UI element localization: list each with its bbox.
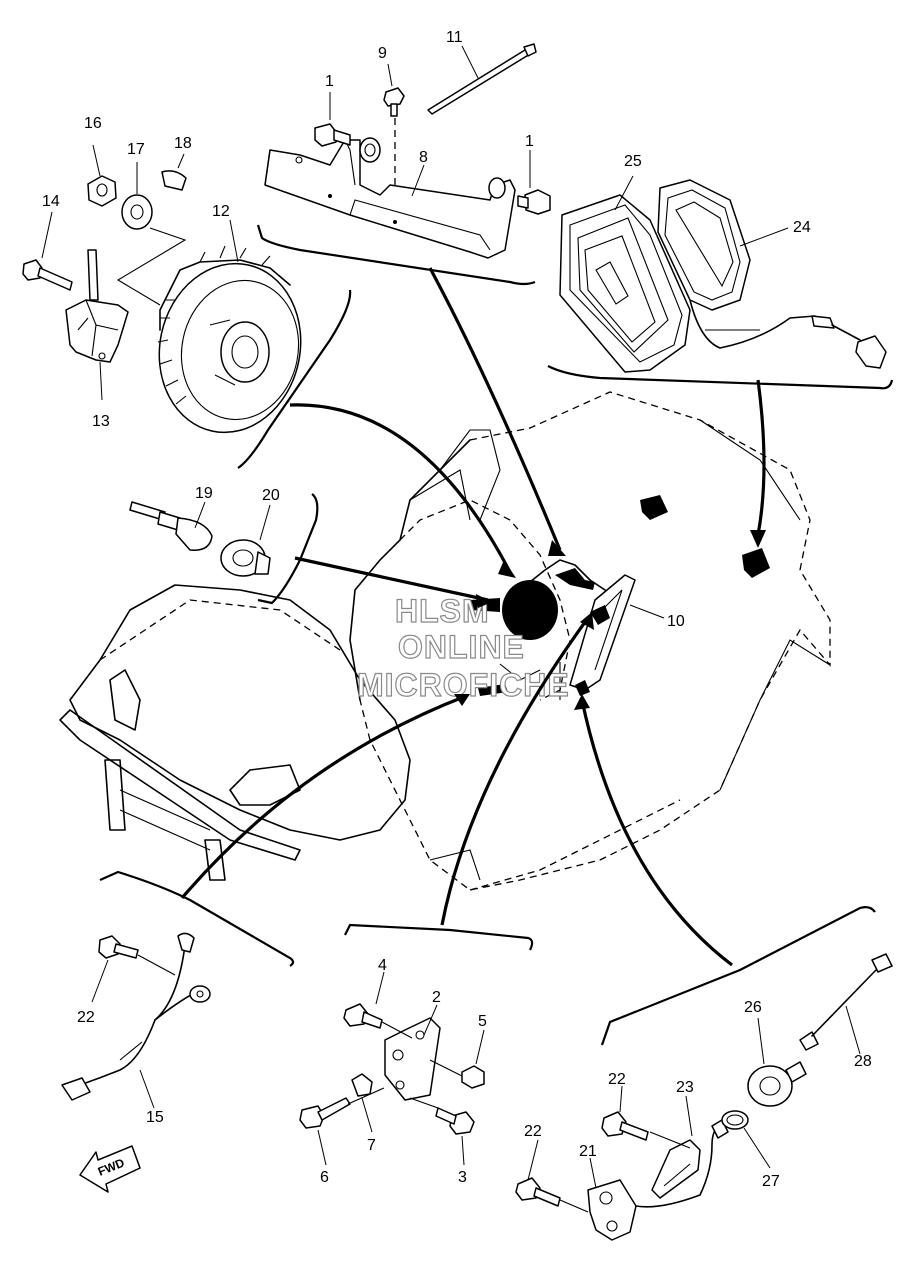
boot-group [547, 175, 894, 390]
callout-10: 10 [667, 613, 685, 630]
callout-4: 4 [378, 957, 387, 974]
callout-9: 9 [378, 45, 387, 62]
arrow-harness [180, 694, 467, 900]
callout-17: 17 [127, 141, 145, 158]
center-assembly [470, 495, 770, 700]
callout-6: 6 [320, 1169, 329, 1186]
callout-19: 19 [195, 485, 213, 502]
callout-28: 28 [854, 1053, 872, 1070]
arrow-flywheel [289, 403, 512, 573]
watermark-line-1: HLSM [395, 593, 490, 629]
arrow-switch [440, 617, 590, 926]
harness-group [61, 870, 295, 1109]
arrow-bulb [294, 556, 489, 602]
callout-1-left: 1 [325, 73, 334, 90]
bulb-grommet-group [129, 493, 319, 605]
callout-22-lower: 22 [524, 1123, 542, 1140]
callout-18: 18 [174, 135, 192, 152]
callout-12: 12 [212, 203, 230, 220]
callout-21: 21 [579, 1143, 597, 1160]
callout-20: 20 [262, 487, 280, 504]
arrow-sensor [580, 699, 733, 967]
callout-24: 24 [793, 219, 811, 236]
callout-7: 7 [367, 1137, 376, 1154]
callout-5: 5 [478, 1013, 487, 1030]
callout-14: 14 [42, 193, 60, 210]
arrow-boot [756, 379, 766, 536]
callout-22-upper: 22 [608, 1071, 626, 1088]
callout-11: 11 [446, 29, 463, 46]
callout-27: 27 [762, 1173, 780, 1190]
fwd-arrow-icon: FWD [79, 1145, 141, 1193]
callout-3: 3 [458, 1169, 467, 1186]
callouts: 1 1 9 11 8 16 17 18 14 12 13 25 24 19 20… [42, 29, 872, 1190]
callout-25: 25 [624, 153, 642, 170]
leader-10 [629, 604, 665, 619]
watermark-line-2: ONLINE [398, 629, 525, 665]
switch-bracket-group [299, 923, 534, 1166]
callout-1-right: 1 [525, 133, 534, 150]
flywheel-group [22, 144, 352, 469]
callout-23: 23 [676, 1079, 694, 1096]
assembly-arrows [180, 267, 766, 967]
sensor-group [515, 906, 893, 1241]
callout-26: 26 [744, 999, 762, 1016]
callout-16: 16 [84, 115, 102, 132]
arrow-bracket [428, 267, 562, 551]
flywheel-mount-dark [502, 580, 558, 640]
front-fender [59, 584, 411, 881]
callout-2: 2 [432, 989, 441, 1006]
vehicle-body [349, 391, 831, 891]
bracket-group [256, 43, 551, 286]
callout-13: 13 [92, 413, 110, 430]
callout-22-harness: 22 [77, 1009, 95, 1026]
callout-8: 8 [419, 149, 428, 166]
callout-15: 15 [146, 1109, 164, 1126]
